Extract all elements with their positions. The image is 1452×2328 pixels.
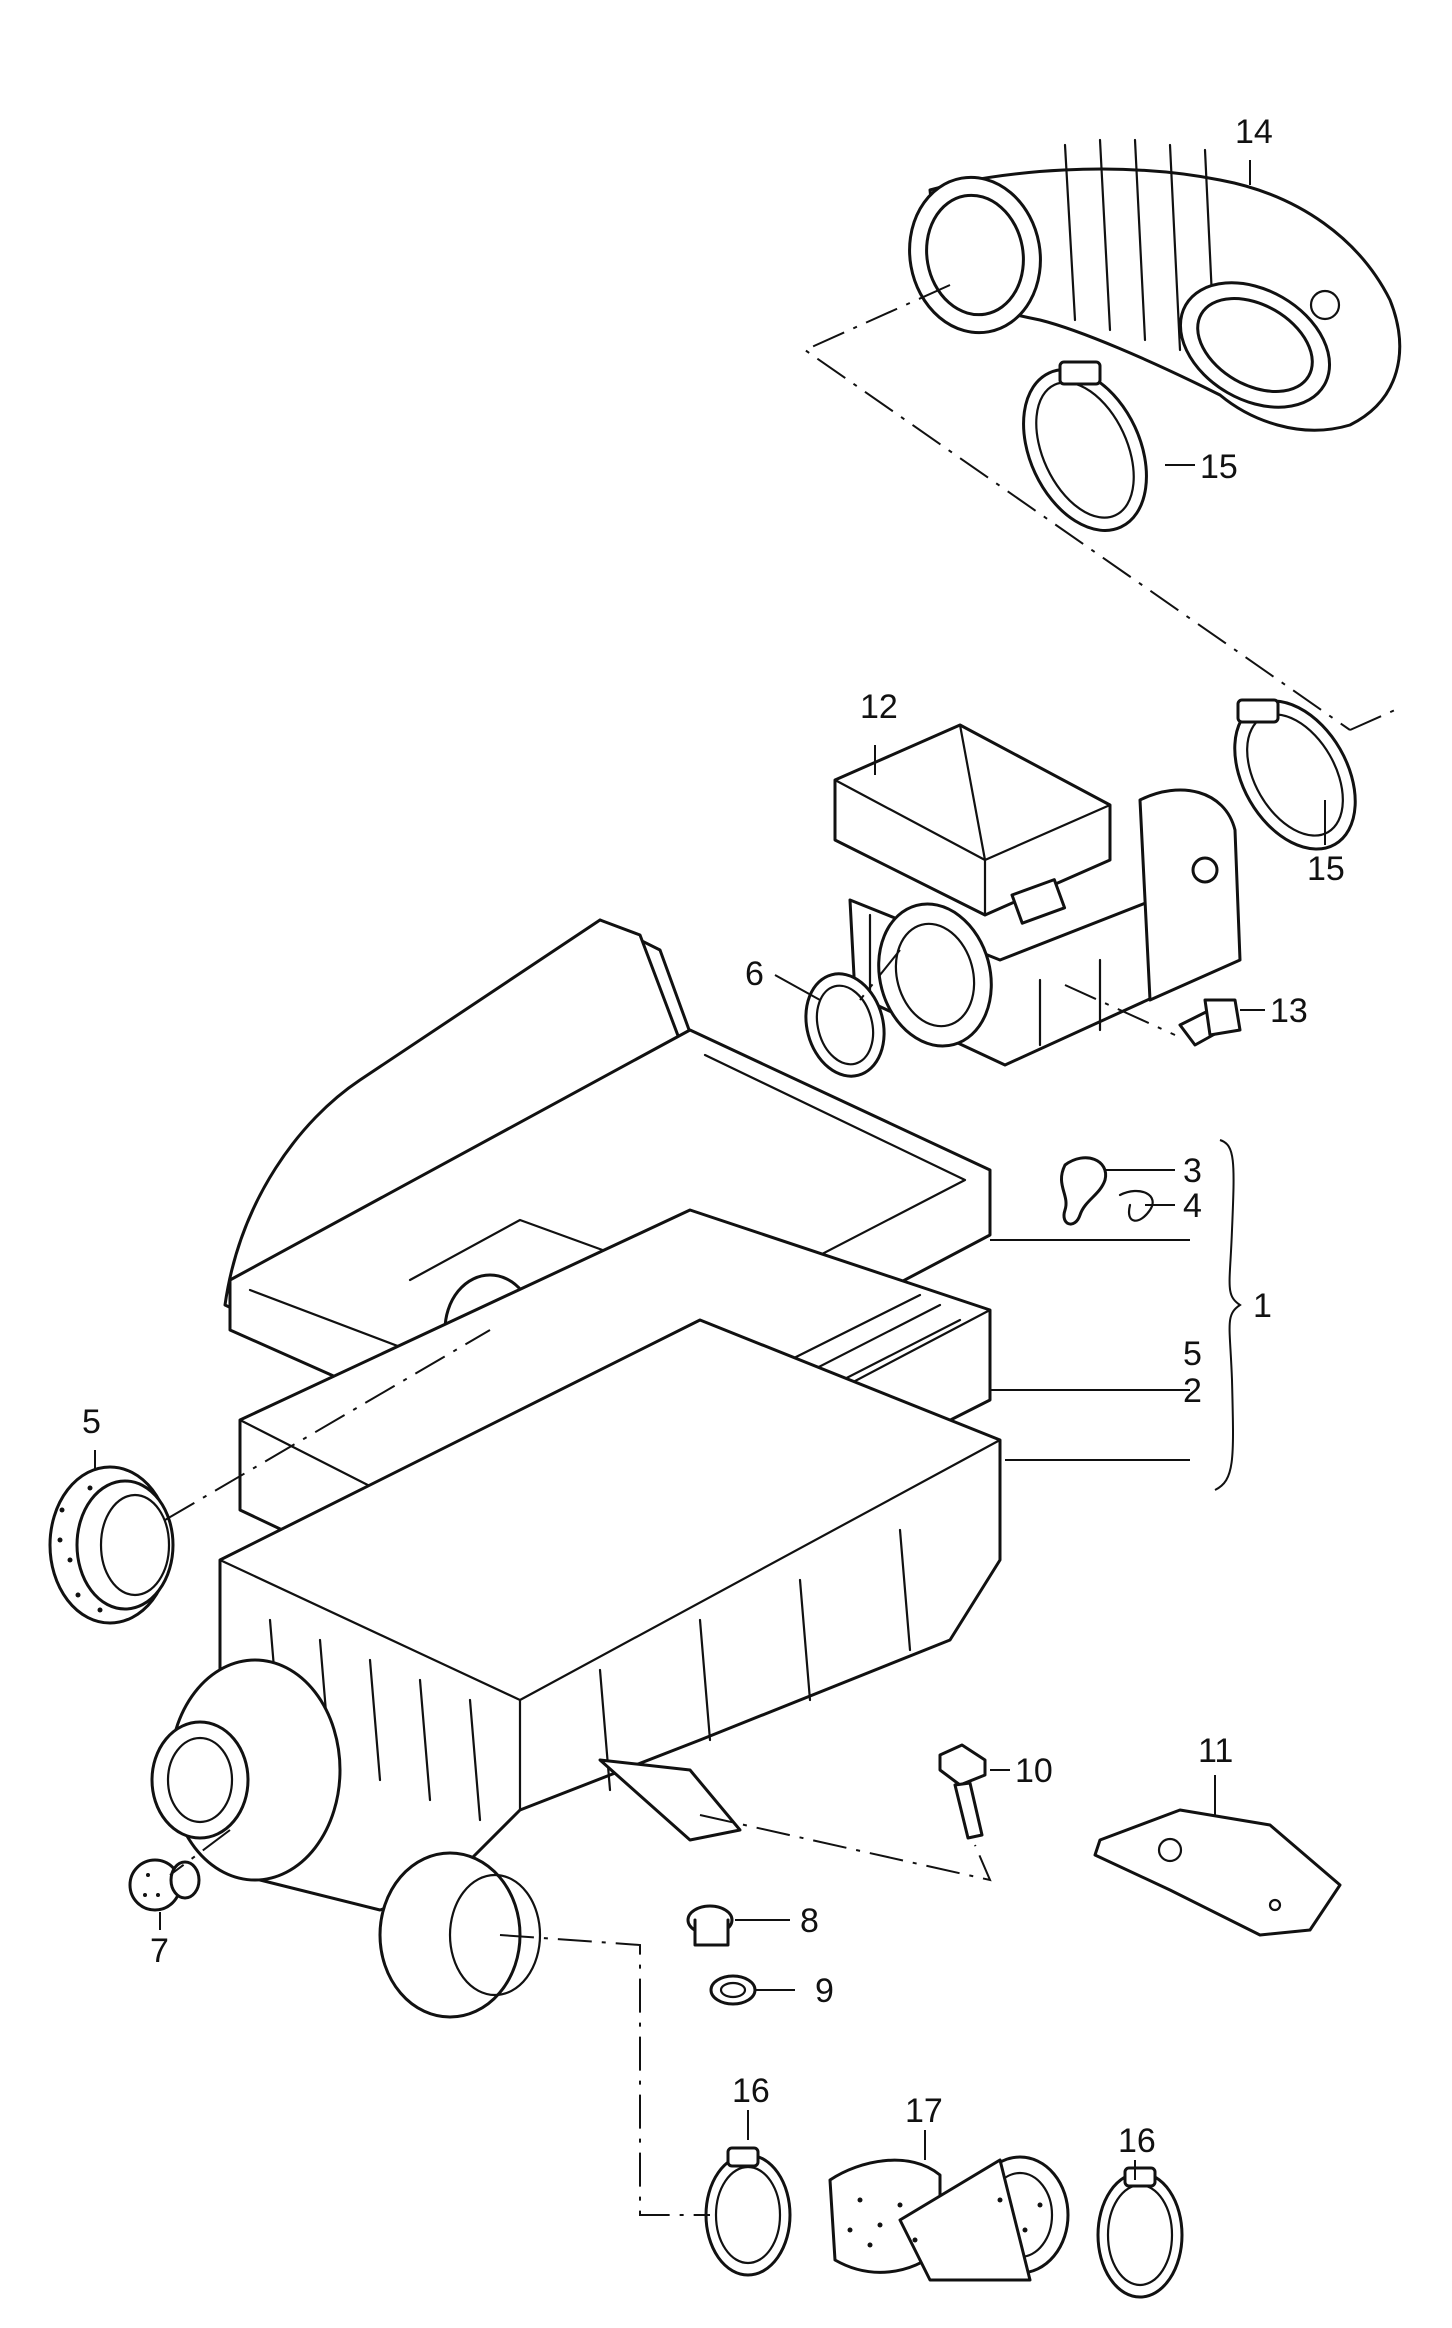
callout-11: 11	[1198, 1732, 1233, 1770]
sleeve-part	[828, 2155, 1070, 2282]
leader-lines	[94, 160, 1326, 2180]
callout-16-left: 16	[732, 2072, 770, 2110]
callout-labels: 14 15 12 15 6 13 3 4 1 5 2 5 10 11 7 8 9…	[82, 113, 1345, 2160]
screw-part	[1178, 998, 1242, 1047]
callout-14: 14	[1235, 113, 1273, 151]
callout-1: 1	[1253, 1287, 1272, 1325]
seal-ring-part	[48, 1465, 175, 1625]
callout-17: 17	[905, 2092, 943, 2130]
bushing-8-part	[686, 1904, 734, 1947]
bracket-part	[1093, 1808, 1342, 1937]
hose-clamp-bottom-left-part	[704, 2146, 792, 2277]
callout-15-lower: 15	[1307, 850, 1345, 888]
callout-2: 2	[1183, 1372, 1202, 1410]
hose-clamp-bottom-right-part	[1096, 2166, 1184, 2299]
hose-clamp-upper-part	[1022, 360, 1148, 532]
clip-4-part	[1118, 1189, 1154, 1222]
callout-6: 6	[745, 955, 764, 993]
airflow-meter-part	[833, 723, 1242, 1067]
lower-housing-part	[150, 1318, 1002, 2019]
callout-9: 9	[815, 1972, 834, 2010]
washer-9-part	[709, 1974, 757, 2006]
callout-4: 4	[1183, 1187, 1202, 1225]
callout-15-upper: 15	[1200, 448, 1238, 486]
callout-3: 3	[1183, 1152, 1202, 1190]
bolt-part	[938, 1743, 987, 1840]
clip-3-part	[1059, 1156, 1108, 1226]
callout-5-right: 5	[1183, 1335, 1202, 1373]
callout-12: 12	[860, 688, 898, 726]
assembly-lines	[164, 284, 1396, 2216]
gasket-part	[804, 972, 886, 1078]
callout-7: 7	[150, 1932, 169, 1970]
callout-8: 8	[800, 1902, 819, 1940]
grommet-part	[128, 1858, 201, 1912]
callout-5-left: 5	[82, 1403, 101, 1441]
intake-hose-part	[908, 138, 1402, 432]
callout-13: 13	[1270, 992, 1308, 1030]
callout-16-right: 16	[1118, 2122, 1156, 2160]
callout-10: 10	[1015, 1752, 1053, 1790]
